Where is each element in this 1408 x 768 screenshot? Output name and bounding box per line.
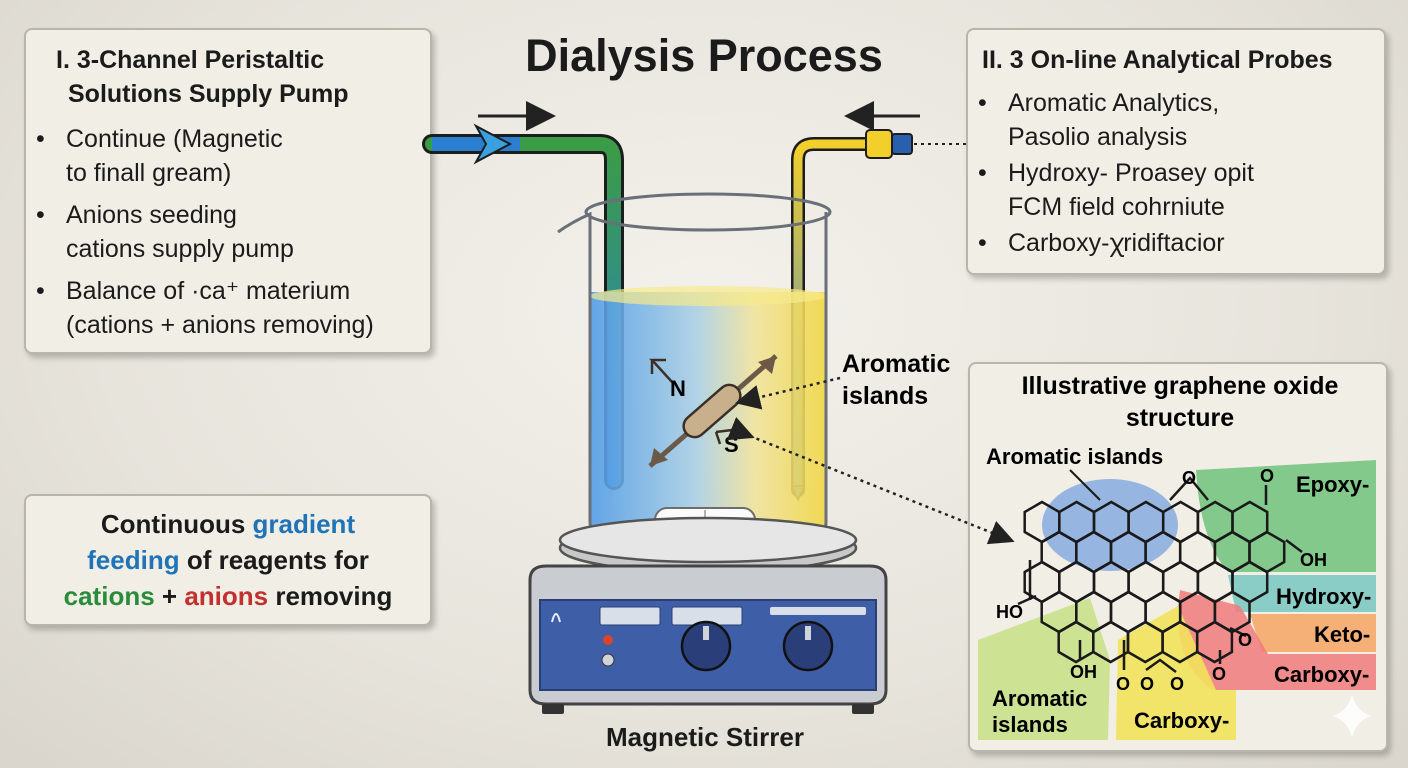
probe-connector-yellow — [865, 129, 893, 159]
sparkle-icon — [1332, 694, 1372, 738]
pump-bullet-2: Anions seeding cations supply pump — [26, 198, 374, 266]
graphene-oxide-title-line1: Illustrative graphene oxide — [1022, 372, 1339, 400]
probes-bullet-list: Aromatic Analytics, Pasolio analysis Hydr… — [968, 86, 1254, 268]
probe-bullet-3: Carboxy-ꭓridiftacior — [968, 226, 1254, 260]
beaker — [557, 192, 832, 542]
probe-bullet-1-line1: Aromatic Analytics, — [1008, 89, 1220, 117]
pump-bullet-1-line2: to finall gream) — [66, 159, 232, 187]
pump-bullet-3: Balance of ·ca⁺ materium (cations + anion… — [26, 274, 374, 342]
pump-bullet-1-line1: Continue (Magnetic — [66, 125, 283, 153]
feeding-text-gradient: gradient — [252, 509, 356, 539]
aromatic-island-region-bottom — [978, 598, 1110, 740]
probe-bullet-3-line1: Carboxy-ꭓridiftacior — [1008, 229, 1225, 257]
aromatic-islands-label-line2: islands — [842, 382, 928, 410]
atom-o-carboxy: O — [1212, 664, 1226, 684]
atom-oh-bottom: OH — [1070, 662, 1097, 682]
pump-bullet-3-line2: (cations + anions removing) — [66, 311, 374, 339]
pump-panel-title-line2: Solutions Supply Pump — [68, 80, 349, 108]
probe-bullet-2-line2: FCM field cohrniute — [1008, 193, 1225, 221]
keto-label: Keto- — [1314, 622, 1370, 647]
inlet-flow-arrow-icon — [473, 123, 513, 165]
carboxy-bottom-label: Carboxy- — [1134, 708, 1229, 733]
speed-knob[interactable] — [680, 620, 732, 672]
feeding-text-cations: cations — [63, 581, 155, 611]
magnet-icon — [648, 354, 778, 468]
epoxy-region — [1196, 460, 1376, 572]
carboxy-region-right — [1178, 590, 1376, 690]
probe-bullet-1-line2: Pasolio analysis — [1008, 123, 1188, 151]
carboxy-right-label: Carboxy- — [1274, 662, 1369, 687]
probe-bullet-2-line1: Hydroxy- Proasey opit — [1008, 159, 1254, 187]
inlet-tube — [422, 123, 624, 490]
probe-tube — [790, 129, 966, 502]
probe-bullet-1: Aromatic Analytics, Pasolio analysis — [968, 86, 1254, 154]
hydroxy-region — [1228, 575, 1376, 612]
probes-panel-title: II. 3 On-line Analytical Probes — [982, 46, 1333, 74]
keto-region — [1250, 614, 1376, 652]
atom-o-keto-top: O — [1260, 466, 1274, 486]
epoxy-label: Epoxy- — [1296, 472, 1369, 497]
page-title: Dialysis Process — [525, 30, 883, 81]
feeding-text-reagents: of reagents for — [179, 545, 369, 575]
heat-knob[interactable] — [782, 620, 834, 672]
atom-o-epoxy: O — [1182, 468, 1196, 488]
feeding-text-plus: + — [154, 581, 185, 611]
feeding-text: Continuous gradient feeding of reagents … — [26, 506, 430, 614]
feeding-panel: Continuous gradient feeding of reagents … — [24, 494, 432, 626]
probes-panel: II. 3 On-line Analytical Probes Aromatic… — [966, 28, 1386, 275]
atom-o-keto-right: O — [1238, 630, 1252, 650]
feeding-text-continuous: Continuous — [100, 509, 253, 539]
atom-o-bottom-2: O — [1140, 674, 1154, 694]
structure-link-arrow-icon — [726, 416, 1015, 545]
atom-o-bottom-1: O — [1116, 674, 1130, 694]
feeding-text-removing: removing — [268, 581, 393, 611]
stirrer-logo-icon — [551, 613, 561, 623]
hydroxy-label: Hydroxy- — [1276, 584, 1371, 609]
pump-bullet-2-line2: cations supply pump — [66, 235, 294, 263]
pump-bullet-1: Continue (Magnetic to finall gream) — [26, 122, 374, 190]
aromatic-islands-top-label: Aromatic islands — [986, 444, 1163, 469]
feeding-text-anions: anions — [184, 581, 269, 611]
pump-panel: I. 3-Channel Peristaltic Solutions Suppl… — [24, 28, 432, 354]
power-button[interactable] — [601, 653, 615, 667]
feeding-text-feeding: feeding — [87, 545, 180, 575]
hexagon-ring — [1195, 620, 1234, 664]
aromatic-islands-label-line1: Aromatic — [842, 350, 950, 378]
atom-o-bottom-3: O — [1170, 674, 1184, 694]
atom-ho-left: HO — [996, 602, 1023, 622]
pump-bullet-3-line1: Balance of ·ca⁺ materium — [66, 277, 351, 305]
magnet-north-label: N — [670, 376, 686, 401]
aromatic-pointer-arrow-icon — [735, 376, 841, 410]
graphene-oxide-title-line2: structure — [1126, 404, 1234, 432]
magnetic-stirrer — [528, 516, 888, 714]
pump-panel-title-line1: I. 3-Channel Peristaltic — [56, 46, 325, 74]
aromatic-islands-bottom-label-line1: Aromatic — [992, 686, 1087, 711]
carboxy-region-bottom — [1116, 606, 1236, 740]
pump-bullet-list: Continue (Magnetic to finall gream) Anion… — [26, 122, 374, 350]
magnet-south-label: S — [724, 432, 739, 457]
probe-connector-blue — [891, 133, 913, 155]
power-indicator-light — [603, 635, 613, 645]
atom-oh-right: OH — [1300, 550, 1327, 570]
aromatic-islands-bottom-label-line2: islands — [992, 712, 1068, 737]
pump-bullet-2-line1: Anions seeding — [66, 201, 237, 229]
graphene-oxide-structure — [978, 460, 1376, 740]
stirrer-display-1 — [599, 606, 661, 626]
magnetic-stirrer-label: Magnetic Stirrer — [606, 722, 804, 752]
